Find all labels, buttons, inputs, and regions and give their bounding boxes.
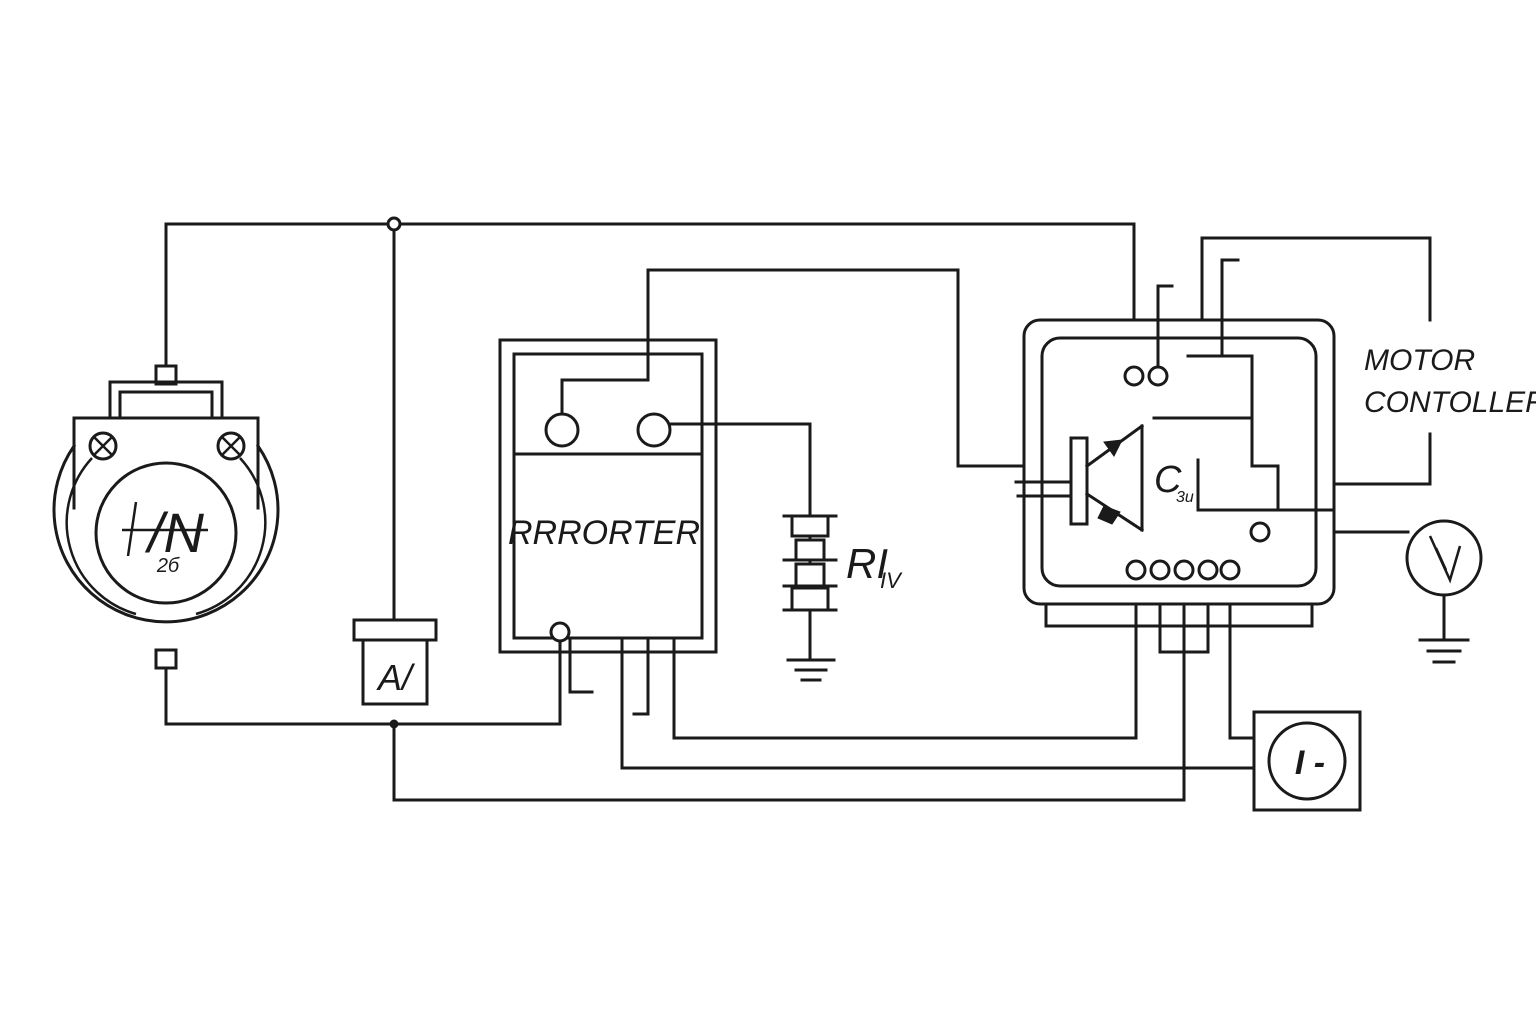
resistor-label: RI [846, 540, 888, 587]
controller-top-terminal [1147, 365, 1169, 387]
converter-title: RRRORTER [508, 514, 700, 552]
resistor[interactable]: RI IV [782, 514, 903, 682]
meter-icon [361, 638, 429, 706]
motor-top-terminal [154, 364, 178, 386]
voltmeter-glyph-stroke [1434, 547, 1448, 571]
motor-inner-arc-right [195, 457, 267, 616]
controller-bottom-terminal [1149, 559, 1171, 581]
voltmeter[interactable] [1405, 519, 1483, 664]
wire-terminal-loop [1158, 580, 1210, 654]
screw-icon [216, 431, 246, 461]
motor-outer-ring [52, 443, 280, 624]
resistor-segment [790, 586, 830, 612]
controller-stub-2 [1220, 258, 1240, 358]
motor-icon [94, 461, 238, 605]
converter-outer [498, 338, 718, 654]
controller-bottom-terminal [1173, 559, 1195, 581]
motor[interactable]: /N 2б [52, 364, 280, 670]
ground-icon [786, 658, 836, 682]
converter-inner [512, 352, 704, 640]
wire-to-resistor [666, 422, 812, 518]
wire-leg-3 [672, 580, 1138, 740]
power-outlet[interactable]: I - [1252, 710, 1362, 812]
motor-bracket-outer [108, 380, 224, 420]
meter-cap [352, 618, 438, 642]
meter[interactable]: A/ [352, 618, 438, 706]
motor-glyph: /N [144, 501, 205, 564]
controller-bottom-terminal [1219, 559, 1241, 581]
controller-title-line2: CONTOLLER [1364, 386, 1536, 419]
controller-inner [1040, 336, 1318, 588]
wire-bottom-left [164, 638, 562, 726]
wire-leg-1 [568, 638, 594, 694]
controller-internal-path [1186, 354, 1280, 512]
motor-housing [72, 416, 260, 510]
converter-terminal-2 [636, 412, 672, 448]
wire-bottom-long [392, 580, 1186, 802]
wire-outlet-feed [1228, 580, 1256, 740]
controller-top-terminal [1123, 365, 1145, 387]
ground-icon [1418, 638, 1470, 664]
motor-bottom-terminal [154, 648, 178, 670]
controller-top-stub [1156, 284, 1174, 368]
converter-terminal-1 [544, 412, 580, 448]
resistor-icon [790, 514, 830, 538]
voltmeter-icon [1405, 519, 1483, 597]
motor-inner-arc-left [65, 457, 137, 616]
converter-box[interactable]: RRRORTER [498, 338, 718, 654]
controller-c-sub: 3и [1176, 489, 1194, 506]
resistor-sub-label: IV [880, 568, 903, 593]
screw-icon [88, 431, 118, 461]
outlet-frame [1252, 710, 1362, 812]
controller-title-line1: MOTOR [1364, 344, 1475, 377]
wire-top-bus [164, 222, 1136, 368]
motor-bracket-inner [118, 390, 214, 420]
wire-converter-top [560, 268, 1074, 468]
wire-leg-2 [632, 638, 650, 716]
controller-bottom-terminal [1197, 559, 1219, 581]
controller-side-terminal [1249, 521, 1271, 543]
transistor-icon [1014, 423, 1145, 533]
controller-base [1044, 602, 1314, 628]
wire-to-outlet [620, 638, 1256, 770]
meter-glyph: A/ [376, 657, 416, 698]
wire-label-top [1200, 236, 1432, 358]
motor-sub-label: 2б [156, 555, 180, 577]
power-outlet-icon [1267, 721, 1347, 801]
controller-c-label: C [1154, 459, 1182, 501]
junction-top [386, 216, 402, 232]
motor-controller[interactable]: C 3и [1014, 258, 1336, 628]
converter-terminal-3 [549, 621, 571, 643]
resistor-segment [794, 562, 826, 588]
voltmeter-glyph [1428, 535, 1462, 584]
outlet-glyph: I - [1295, 744, 1325, 782]
controller-bottom-terminal [1125, 559, 1147, 581]
resistor-segment [794, 538, 826, 562]
